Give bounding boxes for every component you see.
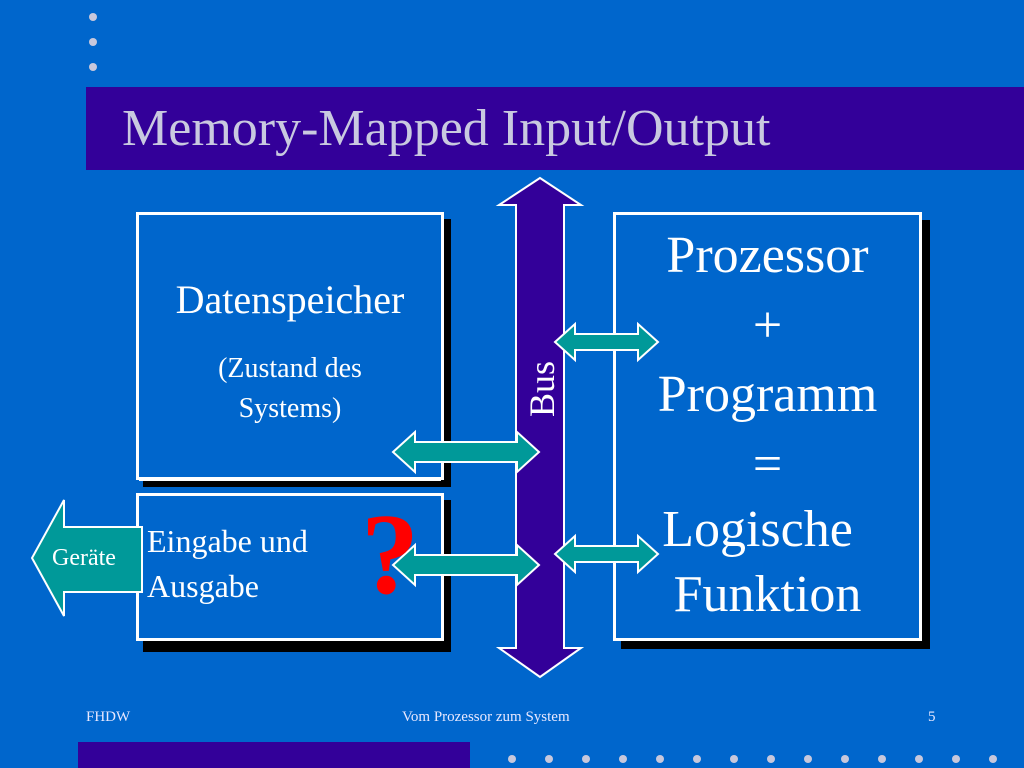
slide-title: Memory-Mapped Input/Output: [122, 100, 771, 157]
decor-dot: [656, 755, 664, 763]
io-bus-arrow: [391, 542, 541, 588]
decor-dot: [989, 755, 997, 763]
decor-dot: [767, 755, 775, 763]
decor-dot: [89, 63, 97, 71]
decor-dot: [693, 755, 701, 763]
decor-dot: [952, 755, 960, 763]
processor-line-3: Programm: [657, 366, 878, 423]
processor-box: [613, 212, 922, 641]
processor-line-4: =: [752, 436, 783, 493]
memory-bus-arrow: [391, 429, 541, 475]
footer-center: Vom Prozessor zum System: [402, 709, 570, 725]
processor-line-2: +: [752, 297, 783, 354]
title-bar: [86, 87, 1024, 170]
processor-line-5: Logische: [662, 501, 853, 558]
decor-dot: [915, 755, 923, 763]
decor-dot: [89, 38, 97, 46]
decor-dot: [619, 755, 627, 763]
bus-label: Bus: [522, 360, 562, 418]
datenspeicher-sublabel-1: (Zustand des: [218, 353, 362, 384]
bus-processor-arrow-bottom: [553, 533, 660, 575]
question-mark: ?: [361, 491, 419, 619]
bus-arrow: [495, 176, 585, 679]
geraete-label: Geräte: [52, 545, 116, 571]
footer-left: FHDW: [86, 709, 131, 725]
decor-dot: [730, 755, 738, 763]
footer-bar: [78, 742, 470, 768]
io-label-1: Eingabe und: [147, 523, 308, 559]
decor-dot: [508, 755, 516, 763]
decor-dot: [582, 755, 590, 763]
bus-processor-arrow-top: [553, 321, 660, 363]
decor-dot: [89, 13, 97, 21]
decor-dot: [804, 755, 812, 763]
decor-dot: [545, 755, 553, 763]
io-label-2: Ausgabe: [147, 568, 259, 604]
datenspeicher-sublabel-2: Systems): [238, 393, 342, 424]
page-number: 5: [928, 709, 936, 725]
geraete-arrow: [30, 499, 143, 617]
decor-dot: [841, 755, 849, 763]
datenspeicher-box: [136, 212, 444, 480]
processor-line-1: Prozessor: [666, 227, 869, 284]
datenspeicher-label: Datenspeicher: [175, 277, 405, 322]
processor-line-6: Funktion: [673, 566, 862, 623]
decor-dot: [878, 755, 886, 763]
